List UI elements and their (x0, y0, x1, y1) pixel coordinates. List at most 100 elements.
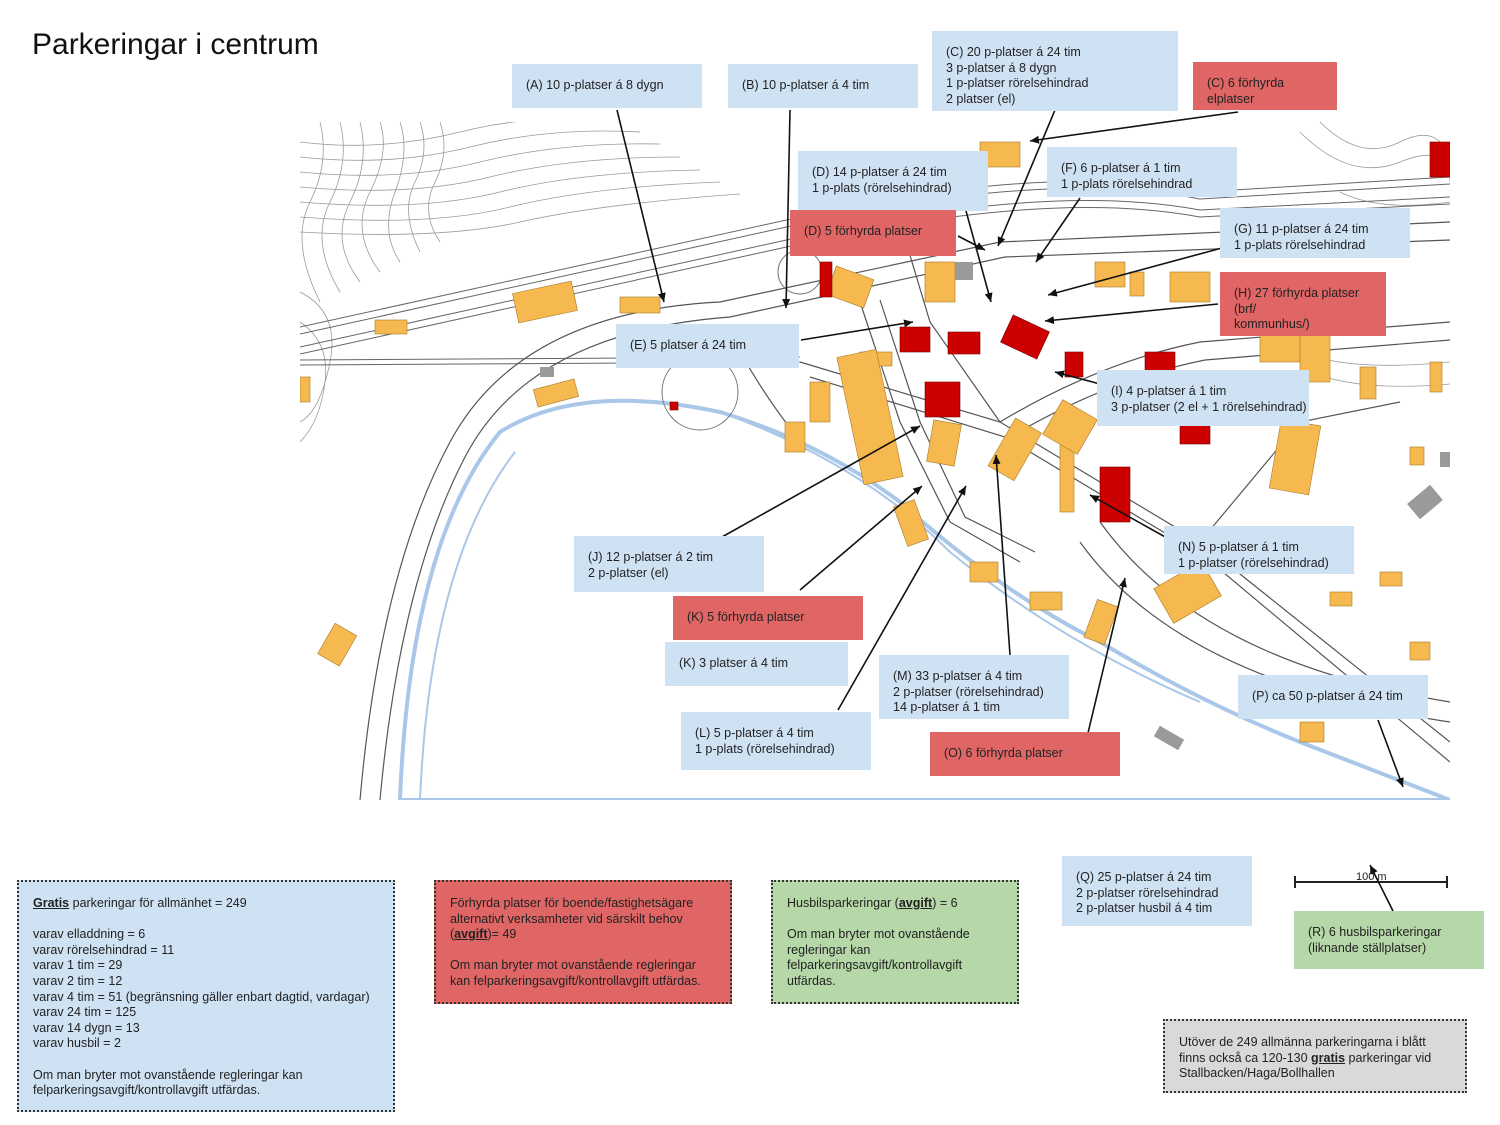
info-extra-line: Utöver de 249 allmänna parkeringarna i b… (1179, 1035, 1426, 1049)
label-e: (E) 5 platser á 24 tim (616, 324, 799, 368)
info-rented-fee-line: (avgift)= 49 (450, 927, 716, 943)
label-i: (I) 4 p-platser á 1 tim 3 p-platser (2 e… (1097, 370, 1309, 426)
info-extra-bold: gratis (1311, 1050, 1346, 1065)
info-motorhome-line: Om man bryter mot ovanstående (787, 927, 970, 942)
label-j: (J) 12 p-platser á 2 tim 2 p-platser (el… (574, 536, 764, 592)
info-motorhome-heading: Husbilsparkeringar (avgift) = 6 (787, 896, 1003, 912)
label-m-line: 14 p-platser á 1 tim (893, 700, 1000, 714)
info-free-line: varav 24 tim = 125 (33, 1005, 137, 1020)
page-title: Parkeringar i centrum (32, 28, 319, 61)
label-g-line: (G) 11 p-platser á 24 tim (1234, 222, 1369, 236)
info-free-line: varav 1 tim = 29 (33, 958, 123, 973)
label-c-line: 3 p-platser á 8 dygn (946, 60, 1057, 75)
label-h-red-line: kommunhus/) (1234, 317, 1310, 331)
info-extra-post: parkeringar vid (1345, 1050, 1432, 1065)
label-k: (K) 3 platser á 4 tim (665, 642, 848, 686)
label-d-line: 1 p-plats (rörelsehindrad) (812, 180, 952, 195)
info-motorhome-line: felparkeringsavgift/kontrollavgift (787, 958, 963, 973)
info-free-heading-bold: Gratis (33, 896, 70, 910)
label-d-red: (D) 5 förhyrda platser (790, 210, 956, 256)
info-motorhome-parking: Husbilsparkeringar (avgift) = 6 Om man b… (771, 880, 1019, 1004)
info-free-line: Om man bryter mot ovanstående regleringa… (33, 1067, 303, 1082)
label-m-line: (M) 33 p-platser á 4 tim (893, 669, 1023, 683)
scale-label: 100 m (1356, 872, 1387, 883)
label-e-line: (E) 5 platser á 24 tim (630, 338, 747, 352)
label-q-line: 2 p-platser rörelsehindrad (1076, 885, 1219, 900)
label-k-line: (K) 3 platser á 4 tim (679, 656, 789, 670)
label-o-red-line: (O) 6 förhyrda platser (944, 746, 1063, 760)
info-free-line (33, 912, 379, 928)
info-motorhome-line: regleringar kan (787, 942, 871, 957)
label-c-red-line: elplatser (1207, 91, 1255, 106)
label-r-green-line: (R) 6 husbilsparkeringar (1308, 925, 1442, 939)
label-o-red: (O) 6 förhyrda platser (930, 732, 1120, 776)
label-m-line: 2 p-platser (rörelsehindrad) (893, 684, 1044, 699)
scale-bar: 100 m (1294, 872, 1448, 888)
label-i-line: (I) 4 p-platser á 1 tim (1111, 384, 1227, 398)
label-d-line: (D) 14 p-platser á 24 tim (812, 165, 947, 179)
info-extra-free-parking: Utöver de 249 allmänna parkeringarna i b… (1163, 1019, 1467, 1093)
info-free-line: varav 2 tim = 12 (33, 973, 123, 988)
label-m: (M) 33 p-platser á 4 tim 2 p-platser (rö… (879, 655, 1069, 719)
info-motorhome-line: utfärdas. (787, 973, 836, 988)
info-rented-fee-rest: )= 49 (487, 927, 517, 942)
label-p: (P) ca 50 p-platser á 24 tim (1238, 675, 1428, 719)
label-f-line: (F) 6 p-platser á 1 tim (1061, 161, 1181, 175)
label-l-line: (L) 5 p-platser á 4 tim (695, 726, 814, 740)
info-rented-line: kan felparkeringsavgift/kontrollavgift u… (450, 973, 701, 988)
info-rented-parking: Förhyrda platser för boende/fastighetsäg… (434, 880, 732, 1004)
info-rented-fee-bold: avgift (454, 927, 488, 942)
info-motorhome-line (787, 912, 1003, 928)
label-p-line: (P) ca 50 p-platser á 24 tim (1252, 689, 1403, 703)
info-free-line: varav 14 dygn = 13 (33, 1020, 140, 1035)
info-motorhome-head-pre: Husbilsparkeringar ( (787, 896, 899, 910)
label-d: (D) 14 p-platser á 24 tim 1 p-plats (rör… (798, 151, 988, 211)
label-k-red: (K) 5 förhyrda platser (673, 596, 863, 640)
info-free-line: felparkeringsavgift/kontrollavgift utfär… (33, 1083, 261, 1098)
label-h-red-line: (brf/ (1234, 301, 1257, 316)
info-rented-line (450, 943, 716, 959)
label-a-line: (A) 10 p-platser á 8 dygn (526, 78, 664, 92)
label-j-line: 2 p-platser (el) (588, 565, 669, 580)
label-c-line: 2 platser (el) (946, 91, 1016, 106)
label-r-green: (R) 6 husbilsparkeringar (liknande ställ… (1294, 911, 1484, 969)
label-n-line: 1 p-platser (rörelsehindrad) (1178, 555, 1329, 570)
info-motorhome-head-bold: avgift (898, 896, 933, 910)
label-c-red: (C) 6 förhyrda elplatser (1193, 62, 1337, 110)
label-k-red-line: (K) 5 förhyrda platser (687, 610, 805, 624)
info-rented-fee-open: ( (450, 927, 455, 942)
label-a: (A) 10 p-platser á 8 dygn (512, 64, 702, 108)
info-rented-line: alternativt verksamheter vid särskilt be… (450, 911, 683, 926)
label-d-red-line: (D) 5 förhyrda platser (804, 224, 923, 238)
label-q: (Q) 25 p-platser á 24 tim 2 p-platser rö… (1062, 856, 1252, 926)
info-rented-line: Förhyrda platser för boende/fastighetsäg… (450, 896, 694, 910)
label-b-line: (B) 10 p-platser á 4 tim (742, 78, 870, 92)
info-free-heading: Gratis parkeringar för allmänhet = 249 (33, 896, 379, 912)
label-l-line: 1 p-plats (rörelsehindrad) (695, 741, 835, 756)
label-h-red: (H) 27 förhyrda platser (brf/ kommunhus/… (1220, 272, 1386, 336)
label-i-line: 3 p-platser (2 el + 1 rörelsehindrad) (1111, 399, 1307, 414)
label-r-green-line: (liknande ställplatser) (1308, 940, 1427, 955)
info-free-parking: Gratis parkeringar för allmänhet = 249 v… (17, 880, 395, 1112)
info-free-line (33, 1052, 379, 1068)
label-c-line: (C) 20 p-platser á 24 tim (946, 45, 1081, 59)
label-g-line: 1 p-plats rörelsehindrad (1234, 237, 1366, 252)
label-l: (L) 5 p-platser á 4 tim 1 p-plats (rörel… (681, 712, 871, 770)
info-motorhome-head-post: ) = 6 (932, 896, 958, 910)
label-q-line: (Q) 25 p-platser á 24 tim (1076, 870, 1212, 884)
info-extra-line: finns också ca 120-130 gratis parkeringa… (1179, 1051, 1451, 1067)
label-h-red-line: (H) 27 förhyrda platser (1234, 286, 1360, 300)
info-extra-line: Stallbacken/Haga/Bollhallen (1179, 1066, 1335, 1081)
label-c-line: 1 p-platser rörelsehindrad (946, 76, 1089, 90)
info-free-line: varav elladdning = 6 (33, 927, 146, 942)
label-c: (C) 20 p-platser á 24 tim 3 p-platser á … (932, 31, 1178, 111)
label-f-line: 1 p-plats rörelsehindrad (1061, 176, 1193, 191)
info-free-line: varav 4 tim = 51 (begränsning gäller enb… (33, 989, 370, 1004)
label-c-red-line: (C) 6 förhyrda (1207, 76, 1285, 90)
info-free-heading-rest: parkeringar för allmänhet = 249 (69, 896, 247, 910)
label-j-line: (J) 12 p-platser á 2 tim (588, 550, 714, 564)
label-q-line: 2 p-platser husbil á 4 tim (1076, 901, 1213, 915)
label-n: (N) 5 p-platser á 1 tim 1 p-platser (rör… (1164, 526, 1354, 574)
info-free-line: varav husbil = 2 (33, 1036, 121, 1051)
label-n-line: (N) 5 p-platser á 1 tim (1178, 540, 1299, 554)
